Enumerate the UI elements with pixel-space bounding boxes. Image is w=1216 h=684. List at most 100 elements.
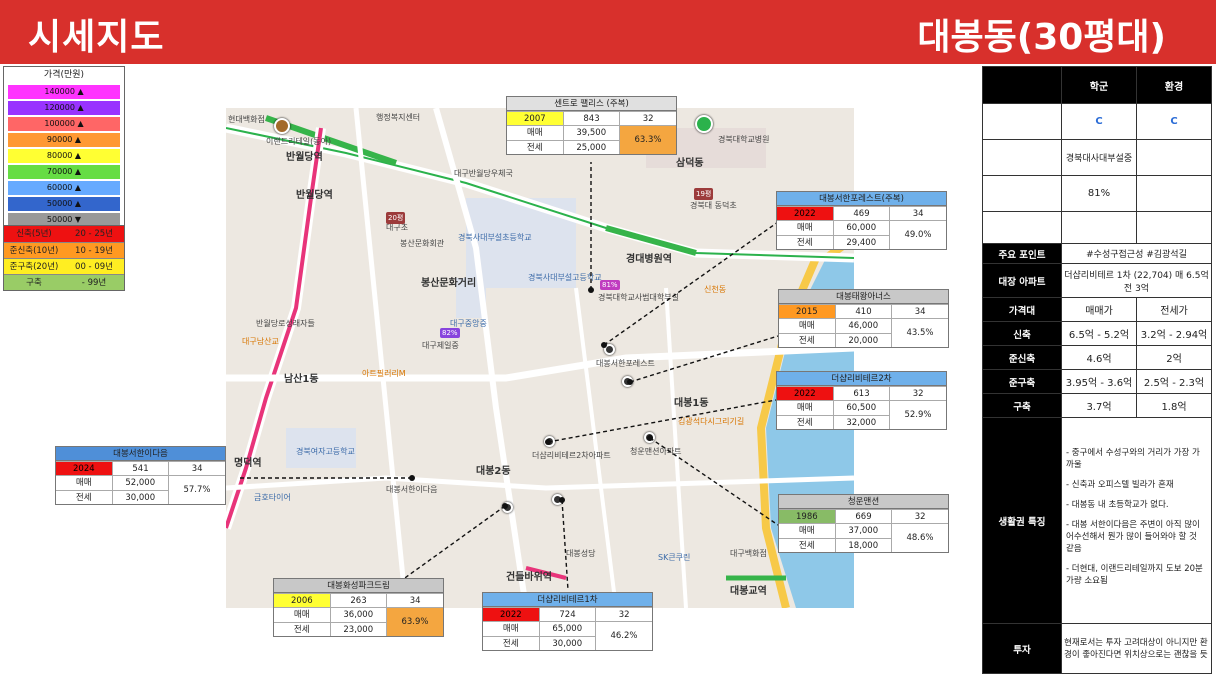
price-pin[interactable]: 81% bbox=[600, 280, 620, 290]
blank-cell bbox=[983, 104, 1061, 139]
household-count: 469 bbox=[832, 207, 890, 220]
life-feature-item: - 더현대, 이랜드리테일까지 도보 20분 가량 소요됨 bbox=[1066, 563, 1203, 586]
sale-range: 6.5억 - 5.2억 bbox=[1061, 322, 1136, 345]
school-header: 학군 bbox=[1061, 67, 1136, 103]
jeonse-ratio: 49.0% bbox=[889, 221, 946, 249]
build-year: 2024 bbox=[56, 462, 112, 475]
school-grade: C bbox=[1061, 104, 1136, 139]
price-pin[interactable]: 82% bbox=[440, 328, 460, 338]
life-features: - 중구에서 수성구와의 거리가 가장 가까울- 신축과 오피스텔 빌라가 혼재… bbox=[1061, 418, 1211, 623]
invest-key: 투자 bbox=[983, 624, 1061, 673]
build-year: 2015 bbox=[779, 305, 835, 318]
price-legend-row: 120000 ▲ bbox=[8, 101, 120, 115]
age-legend-range: - 99년 bbox=[81, 278, 107, 288]
price-pin[interactable]: 19평 bbox=[694, 188, 714, 200]
price-legend-title: 가격(만원) bbox=[43, 70, 85, 80]
age-legend-row: 준구축(20년)00 - 09년 bbox=[4, 258, 124, 274]
map-label: 삼덕동 bbox=[676, 158, 704, 169]
map-label: 남산1동 bbox=[284, 374, 319, 385]
page-title: 시세지도 bbox=[28, 17, 165, 58]
jeonse-price: 20,000 bbox=[834, 334, 892, 347]
jeonse-label: 전세 bbox=[796, 418, 813, 428]
sale-price: 60,000 bbox=[832, 221, 890, 235]
build-year: 2022 bbox=[777, 207, 833, 220]
age-key: 준구축 bbox=[983, 370, 1061, 393]
sale-label: 매매 bbox=[75, 478, 92, 488]
build-year: 2007 bbox=[507, 112, 563, 125]
sale-header: 매매가 bbox=[1061, 298, 1136, 321]
household-count: 669 bbox=[834, 510, 892, 523]
school-name: 경북대사대부설중 bbox=[1061, 140, 1136, 175]
points-key: 주요 포인트 bbox=[983, 244, 1061, 263]
age-key: 구축 bbox=[983, 394, 1061, 417]
sale-price: 60,500 bbox=[832, 401, 890, 415]
map-label: 현대백화점 bbox=[228, 115, 265, 124]
jeon-header: 전세가 bbox=[1136, 298, 1211, 321]
jeonse-range: 3.2억 - 2.94억 bbox=[1136, 322, 1211, 345]
school-rate: 81% bbox=[1061, 176, 1136, 211]
pyeong-size: 34 bbox=[168, 462, 225, 475]
map-view[interactable]: 현대백화점 이랜드리테일(동아) 반월당역 반월당역 행정복지센터 대구반월당우… bbox=[226, 108, 854, 608]
life-feature-item: - 신축과 오피스텔 빌라가 혼재 bbox=[1066, 479, 1174, 490]
map-label: 명덕역 bbox=[234, 458, 262, 469]
env-header: 환경 bbox=[1136, 67, 1211, 103]
life-feature-item: - 대봉동 내 초등학교가 없다. bbox=[1066, 499, 1169, 510]
household-count: 724 bbox=[538, 608, 596, 621]
sale-range: 3.95억 - 3.6억 bbox=[1061, 370, 1136, 393]
sale-label: 매매 bbox=[798, 321, 815, 331]
apartment-name: 대봉화성파크드림 bbox=[274, 579, 443, 593]
age-legend-range: 20 - 25년 bbox=[75, 229, 113, 239]
jeonse-price: 29,400 bbox=[832, 236, 890, 249]
life-key: 생활권 특징 bbox=[983, 418, 1061, 623]
map-label: 경북대 동덕초 bbox=[690, 201, 737, 210]
pyeong-size: 32 bbox=[595, 608, 652, 621]
sale-price: 36,000 bbox=[329, 608, 387, 622]
blank-cell bbox=[1136, 176, 1211, 211]
apartment-marker[interactable] bbox=[604, 344, 615, 355]
map-label: 경북여자고등학교 bbox=[296, 447, 355, 456]
jeonse-ratio: 52.9% bbox=[889, 401, 946, 429]
map-label: 반월당역 bbox=[296, 190, 333, 201]
blank-cell bbox=[983, 212, 1061, 243]
jeonse-ratio: 63.3% bbox=[619, 126, 676, 154]
jeonse-price: 23,000 bbox=[329, 623, 387, 636]
price-pin[interactable]: 20평 bbox=[386, 212, 406, 224]
map-label: 대봉서한포레스트 bbox=[596, 359, 655, 368]
household-count: 541 bbox=[111, 462, 169, 475]
apartment-name: 대봉서한포레스트(주복) bbox=[777, 192, 946, 206]
jeonse-price: 30,000 bbox=[538, 637, 596, 650]
pyeong-size: 32 bbox=[891, 510, 948, 523]
household-count: 843 bbox=[562, 112, 620, 125]
jeonse-ratio: 57.7% bbox=[168, 476, 225, 504]
age-key: 신축 bbox=[983, 322, 1061, 345]
jeonse-price: 18,000 bbox=[834, 539, 892, 552]
price-legend-row: 70000 ▲ bbox=[8, 165, 120, 179]
sale-label: 매매 bbox=[502, 624, 519, 634]
jeonse-label: 전세 bbox=[796, 238, 813, 248]
jeonse-ratio: 46.2% bbox=[595, 622, 652, 650]
